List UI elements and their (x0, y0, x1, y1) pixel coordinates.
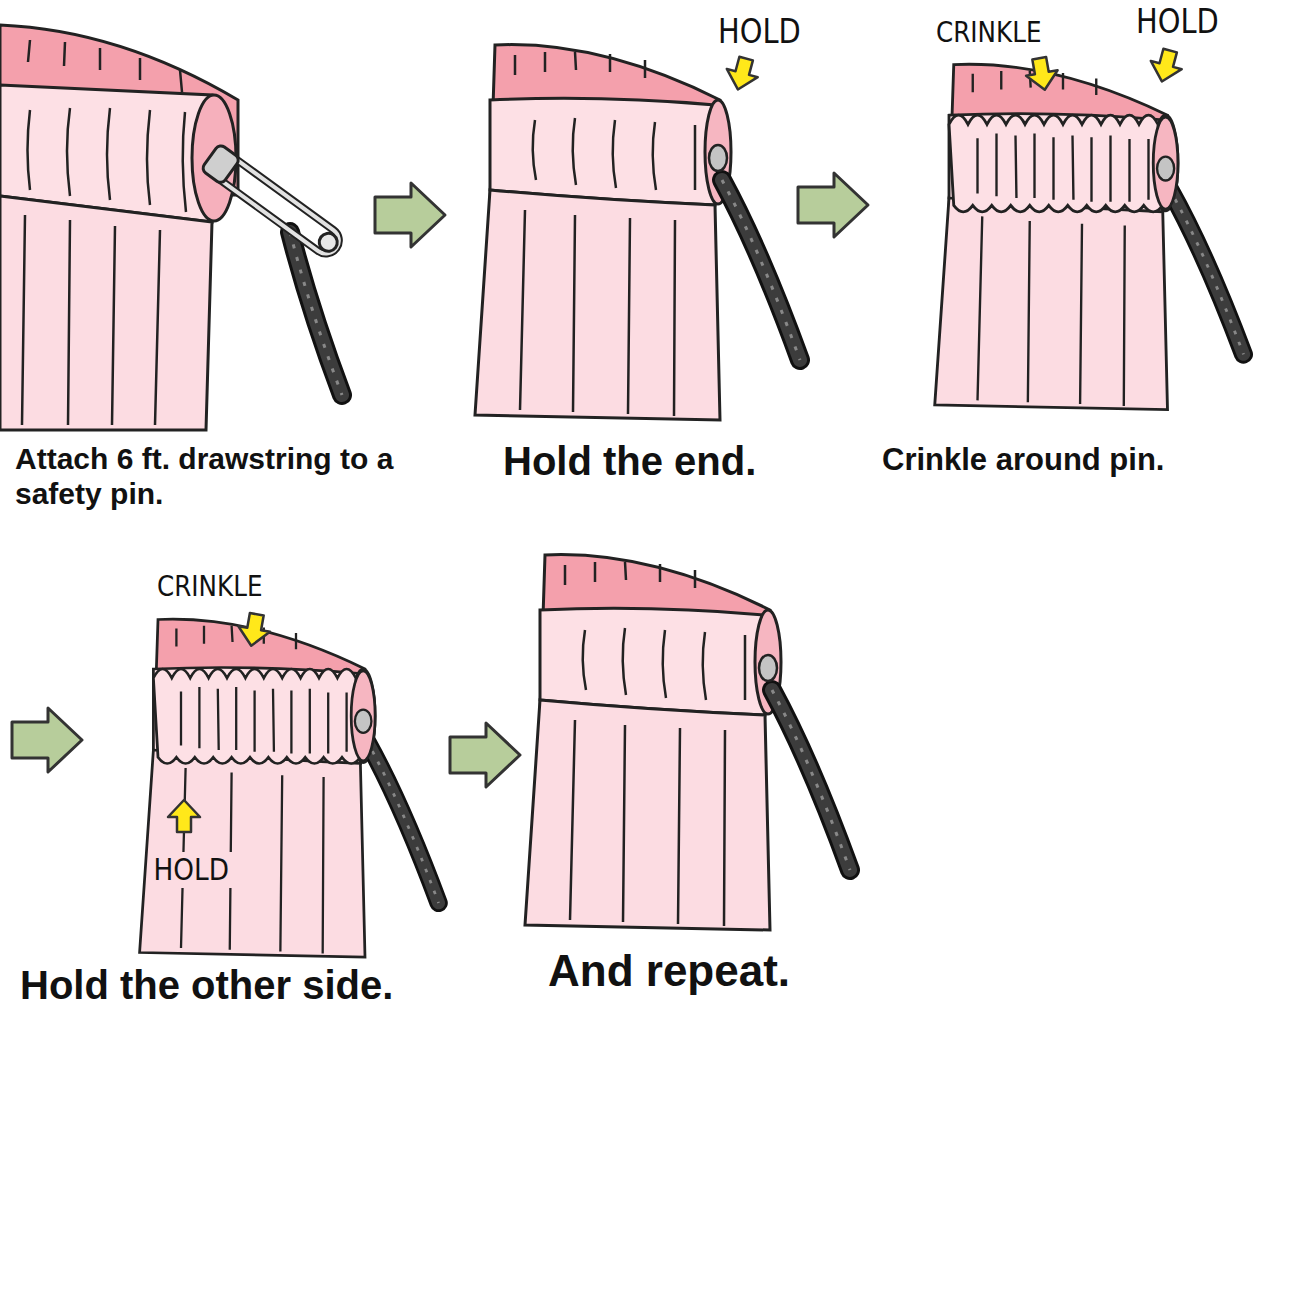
panel-one (0, 25, 346, 430)
hand-label: HOLD (150, 852, 232, 888)
hand-label: HOLD (718, 12, 820, 51)
step-caption: And repeat. (548, 946, 878, 997)
step-arrow (450, 723, 520, 787)
step-arrow (375, 183, 445, 247)
step-caption: Hold the end. (503, 438, 833, 484)
pointer-arrow (168, 800, 200, 832)
pointer-arrow (1023, 55, 1060, 92)
step-arrow (12, 708, 82, 772)
step-caption: Hold the other side. (20, 962, 480, 1008)
pointer-arrow (1146, 46, 1185, 85)
step-arrow (798, 173, 868, 237)
panel-four (140, 619, 439, 957)
hand-label: CRINKLE (157, 570, 302, 603)
step-caption: Crinkle around pin. (882, 442, 1292, 478)
step-caption: Attach 6 ft. drawstring to a safety pin. (15, 442, 425, 511)
panel-two (475, 45, 800, 420)
hand-label: CRINKLE (936, 16, 1081, 49)
hand-label: HOLD (1136, 2, 1238, 41)
pointer-arrow (722, 54, 761, 93)
pointer-arrow (235, 611, 272, 648)
panel-three (935, 64, 1244, 409)
panel-five (525, 555, 850, 930)
